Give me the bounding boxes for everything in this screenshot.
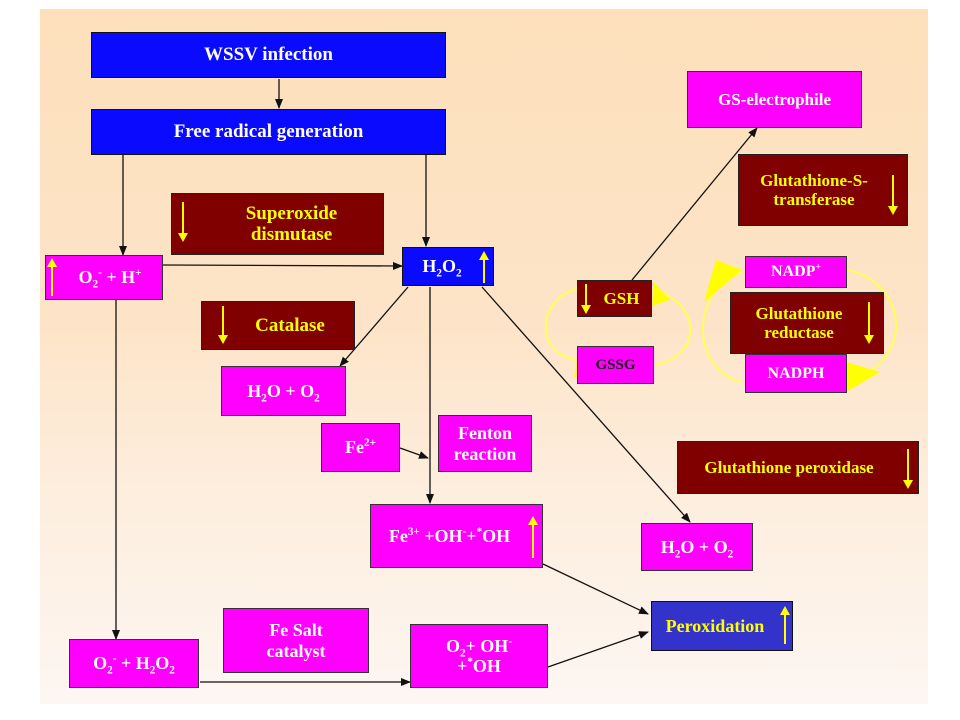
enzyme-glutathione-peroxidase: Glutathione peroxidase [677, 441, 919, 494]
arrow-h2o2-to-h2o [339, 286, 409, 367]
label-fenton-reaction: Fenton reaction [438, 415, 532, 472]
up-arrow-icon [479, 251, 489, 283]
arrow-fe3-to-peroxidation [542, 563, 649, 615]
node-superoxide-peroxide: O2- + H2O2 [69, 639, 199, 688]
node-wssv-infection: WSSV infection [91, 32, 446, 78]
up-arrow-icon [47, 258, 57, 296]
down-arrow-icon [178, 202, 188, 242]
node-ferric-hydroxyl: Fe3+ +OH-+*OH [370, 504, 543, 568]
up-arrow-icon [780, 606, 790, 644]
down-arrow-icon [581, 284, 591, 314]
node-free-radical-generation: Free radical generation [91, 109, 446, 155]
node-nadph: NADPH [745, 354, 847, 393]
arrow-gsh-to-electrophile [631, 127, 758, 281]
arrow-h2o2-to-h2o-right [481, 286, 691, 523]
down-arrow-icon [864, 302, 874, 344]
node-hydrogen-peroxide: H2O2 [402, 247, 494, 286]
node-gs-electrophile: GS-electrophile [687, 71, 862, 128]
cycle-arrowhead-nadph [846, 362, 880, 392]
arrow-o2oh-to-peroxidation [547, 631, 649, 668]
arrow-fenton-to-fe3 [399, 447, 429, 459]
cycle-arrowhead-nadp [704, 260, 742, 302]
node-oxygen-hydroxyl: O2+ OH- +*OH [410, 624, 548, 688]
node-peroxidation: Peroxidation [651, 601, 793, 651]
arrow-o2-to-h2o2 [162, 261, 403, 270]
node-nadp: NADP+ [745, 256, 847, 288]
label-fe-salt-catalyst: Fe Salt catalyst [223, 608, 369, 673]
node-gssg: GSSG [577, 346, 654, 384]
enzyme-glutathione-reductase: Glutathione reductase [730, 292, 884, 354]
enzyme-catalase: Catalase [201, 301, 355, 350]
node-water-oxygen-right: H2O + O2 [641, 523, 753, 571]
node-superoxide-plus-proton: O2- + H+ [45, 255, 163, 300]
node-water-oxygen-left: H2O + O2 [221, 366, 346, 416]
down-arrow-icon [218, 306, 228, 344]
enzyme-superoxide-dismutase: Superoxide dismutase [171, 193, 384, 255]
enzyme-glutathione-s-transferase: Glutathione-S-transferase [738, 154, 908, 226]
node-ferrous-iron: Fe2+ [321, 423, 400, 472]
down-arrow-icon [903, 449, 913, 489]
cycle-arrowhead-gsh [652, 282, 670, 306]
down-arrow-icon [888, 175, 898, 215]
up-arrow-icon [528, 516, 538, 558]
